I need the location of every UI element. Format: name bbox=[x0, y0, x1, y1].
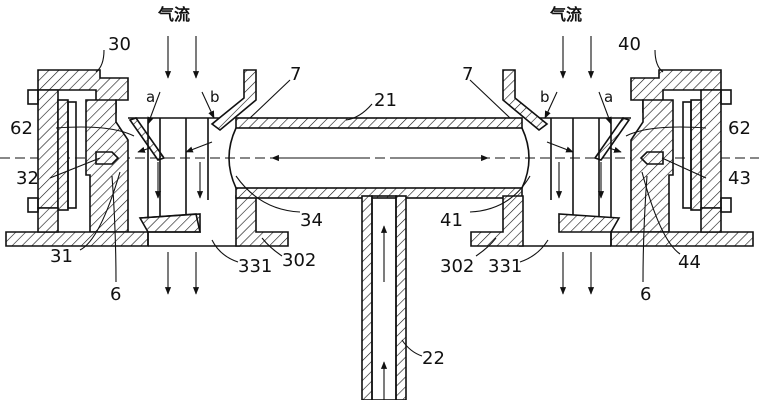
flow-arrows bbox=[137, 36, 622, 400]
label-43: 43 bbox=[728, 168, 751, 189]
right-inner-channel bbox=[519, 117, 631, 247]
flow-mark-b-left: b bbox=[210, 88, 220, 106]
label-32: 32 bbox=[16, 168, 39, 189]
flow-mark-a-left: a bbox=[146, 88, 155, 106]
label-30: 30 bbox=[108, 34, 131, 55]
label-31: 31 bbox=[50, 246, 73, 267]
label-44: 44 bbox=[678, 252, 701, 273]
label-331-right: 331 bbox=[488, 256, 522, 277]
label-302-right: 302 bbox=[440, 256, 474, 277]
label-22: 22 bbox=[422, 348, 445, 369]
label-62-right: 62 bbox=[728, 118, 751, 139]
text-labels: 气流 气流 30 40 7 7 21 62 62 32 43 31 44 6 6… bbox=[10, 5, 751, 369]
left-inner-flange bbox=[210, 69, 289, 247]
airflow-label-right: 气流 bbox=[549, 5, 582, 24]
label-21: 21 bbox=[374, 90, 397, 111]
flow-mark-b-right: b bbox=[540, 88, 550, 106]
label-40: 40 bbox=[618, 34, 641, 55]
label-6-right: 6 bbox=[640, 284, 651, 305]
left-inner-channel bbox=[128, 117, 240, 247]
label-34: 34 bbox=[300, 210, 323, 231]
airflow-label-left: 气流 bbox=[157, 5, 190, 24]
label-7-right: 7 bbox=[462, 64, 473, 85]
central-tube bbox=[228, 117, 530, 400]
flow-mark-a-right: a bbox=[604, 88, 613, 106]
label-302-left: 302 bbox=[282, 250, 316, 271]
label-6-left: 6 bbox=[110, 284, 121, 305]
label-62-left: 62 bbox=[10, 118, 33, 139]
left-housing bbox=[5, 69, 166, 247]
label-7-left: 7 bbox=[290, 64, 301, 85]
label-331-left: 331 bbox=[238, 256, 272, 277]
leader-lines bbox=[49, 49, 707, 357]
right-inner-flange bbox=[470, 69, 549, 247]
label-41: 41 bbox=[440, 210, 463, 231]
